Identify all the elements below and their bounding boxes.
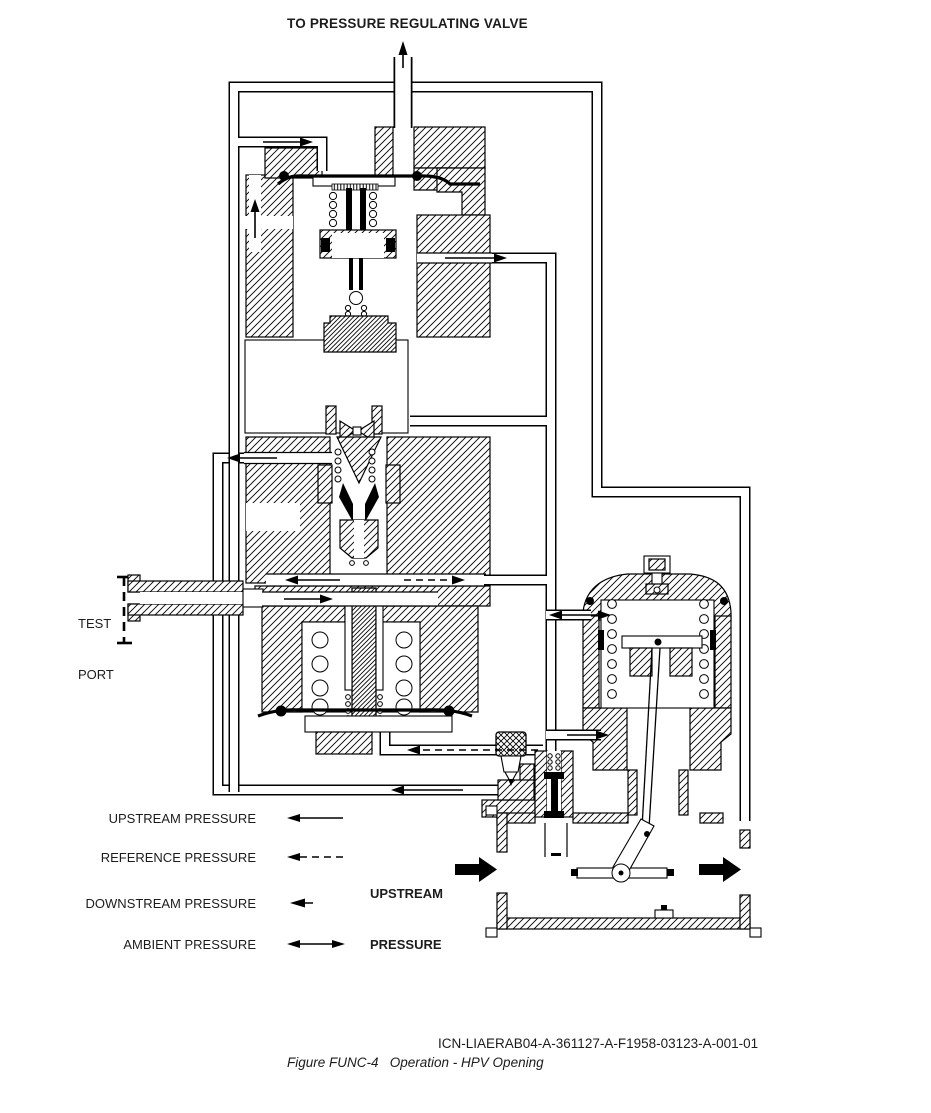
main-duct	[485, 805, 762, 938]
top-valve-stem	[346, 188, 352, 258]
dome-neck-right-leg	[678, 769, 689, 816]
top-valve-bonnet-left	[264, 147, 323, 179]
top-valve-diaphragm	[276, 174, 480, 186]
icn-reference: ICN-LIAERAB04-A-361127-A-F1958-03123-A-0…	[438, 1036, 759, 1051]
mid-valve-spring	[334, 448, 376, 483]
to-pressure-regulating-valve-label: TO PRESSURE REGULATING VALVE	[287, 16, 528, 31]
lower-valve-diaphragm-plate	[304, 715, 453, 733]
flow-channels	[244, 252, 492, 607]
test-port-fitting	[117, 574, 264, 645]
top-valve-spring	[328, 191, 378, 228]
dome-oring-right	[720, 597, 728, 605]
dome-oring-left	[586, 597, 594, 605]
dome-piston	[621, 635, 703, 649]
reference-pressure-arrow-icon	[287, 853, 344, 861]
poppet-valve	[544, 772, 564, 779]
ambient-pressure-arrow-icon	[287, 940, 345, 948]
downstream-pressure-arrow-icon	[290, 898, 313, 908]
figure-caption: Figure FUNC-4 Operation - HPV Opening	[287, 1055, 544, 1070]
dome-neck-left-leg	[627, 769, 638, 816]
actuator-rod	[641, 647, 653, 829]
dome-left-wall	[582, 615, 600, 709]
upstream-inlet-label: UPSTREAM PRESSURE	[370, 851, 443, 987]
poppet-housing-left	[534, 750, 548, 818]
duct-outlet-bold-arrow	[699, 857, 741, 882]
test-port-label-line1: TEST	[78, 616, 112, 631]
mid-valve-right-body	[386, 436, 491, 584]
test-port-label-line2: PORT	[78, 667, 114, 682]
lower-gallery-channel	[262, 592, 438, 606]
duct-right-wall	[739, 829, 751, 849]
poppet-housing-right	[560, 750, 574, 818]
dome-spring-coils	[607, 599, 709, 699]
lower-valve-spring-coils	[311, 631, 413, 716]
legend-label-downstream: DOWNSTREAM PRESSURE	[85, 896, 256, 911]
flow-arrows	[227, 41, 741, 882]
bleed-valve-knurled-knob	[495, 731, 527, 757]
dome-adjuster-screw	[643, 555, 671, 595]
test-port-coupling	[242, 588, 264, 608]
legend-label-upstream: UPSTREAM PRESSURE	[108, 811, 256, 826]
bleed-valve-bracket	[497, 779, 535, 801]
upstream-inlet-label-line1: UPSTREAM	[370, 886, 443, 901]
test-port-label: TEST PORT	[78, 581, 114, 717]
upstream-inlet-bold-arrow	[455, 857, 497, 882]
top-valve-right-body	[416, 214, 491, 338]
mid-valve-assembly	[245, 436, 491, 584]
lower-valve-adjusting-screw	[351, 587, 377, 729]
top-valve-retainer-nut	[323, 315, 397, 353]
lower-valve-foot	[315, 731, 373, 755]
diaphragm-ribbed-seat	[331, 183, 379, 191]
test-port-tube-lower-wall	[127, 603, 244, 616]
upstream-pressure-arrow-icon	[287, 814, 343, 822]
top-valve-assembly	[244, 126, 491, 443]
upper-gallery-channel	[266, 574, 486, 586]
duct-left-wall	[496, 812, 508, 853]
dome-right-wall	[714, 615, 732, 709]
upstream-inlet-label-line2: PRESSURE	[370, 937, 442, 952]
poppet-spring	[547, 753, 561, 771]
hpv-actuator-dome	[582, 555, 732, 829]
lower-valve-assembly	[254, 585, 491, 755]
duct-bottom-wall	[496, 917, 751, 930]
top-valve-lower-spring	[344, 304, 368, 318]
top-valve-ball	[349, 291, 363, 305]
legend-label-ambient: AMBIENT PRESSURE	[123, 937, 256, 952]
legend-label-reference: REFERENCE PRESSURE	[100, 850, 256, 865]
test-port-tube-upper-wall	[127, 580, 244, 593]
